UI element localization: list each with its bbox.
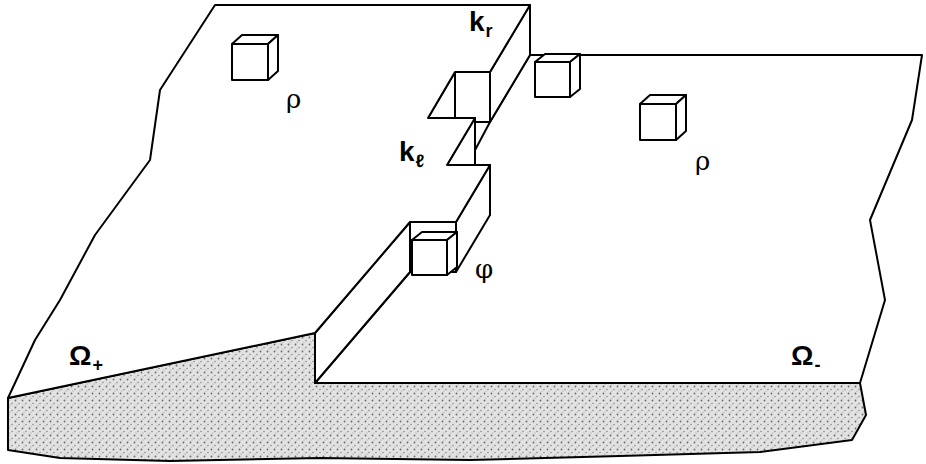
region-label: Ω [790,342,814,370]
density-label: ρ [694,148,711,174]
subscript: ℓ [415,152,426,170]
step-cube [412,232,457,275]
adatom-cube [640,95,686,140]
step-label: φ [474,256,494,282]
density-label: ρ [285,86,302,112]
kink-cube [535,54,580,97]
subscript: + [91,356,104,374]
adatom-cube [232,35,278,80]
kink-label: k [468,8,486,36]
region-label: Ω [68,342,92,370]
subscript: - [813,356,821,374]
step-riser [455,72,490,122]
kink-label: k [398,138,416,166]
subscript: r [485,22,494,40]
upper-terrace [8,5,530,398]
